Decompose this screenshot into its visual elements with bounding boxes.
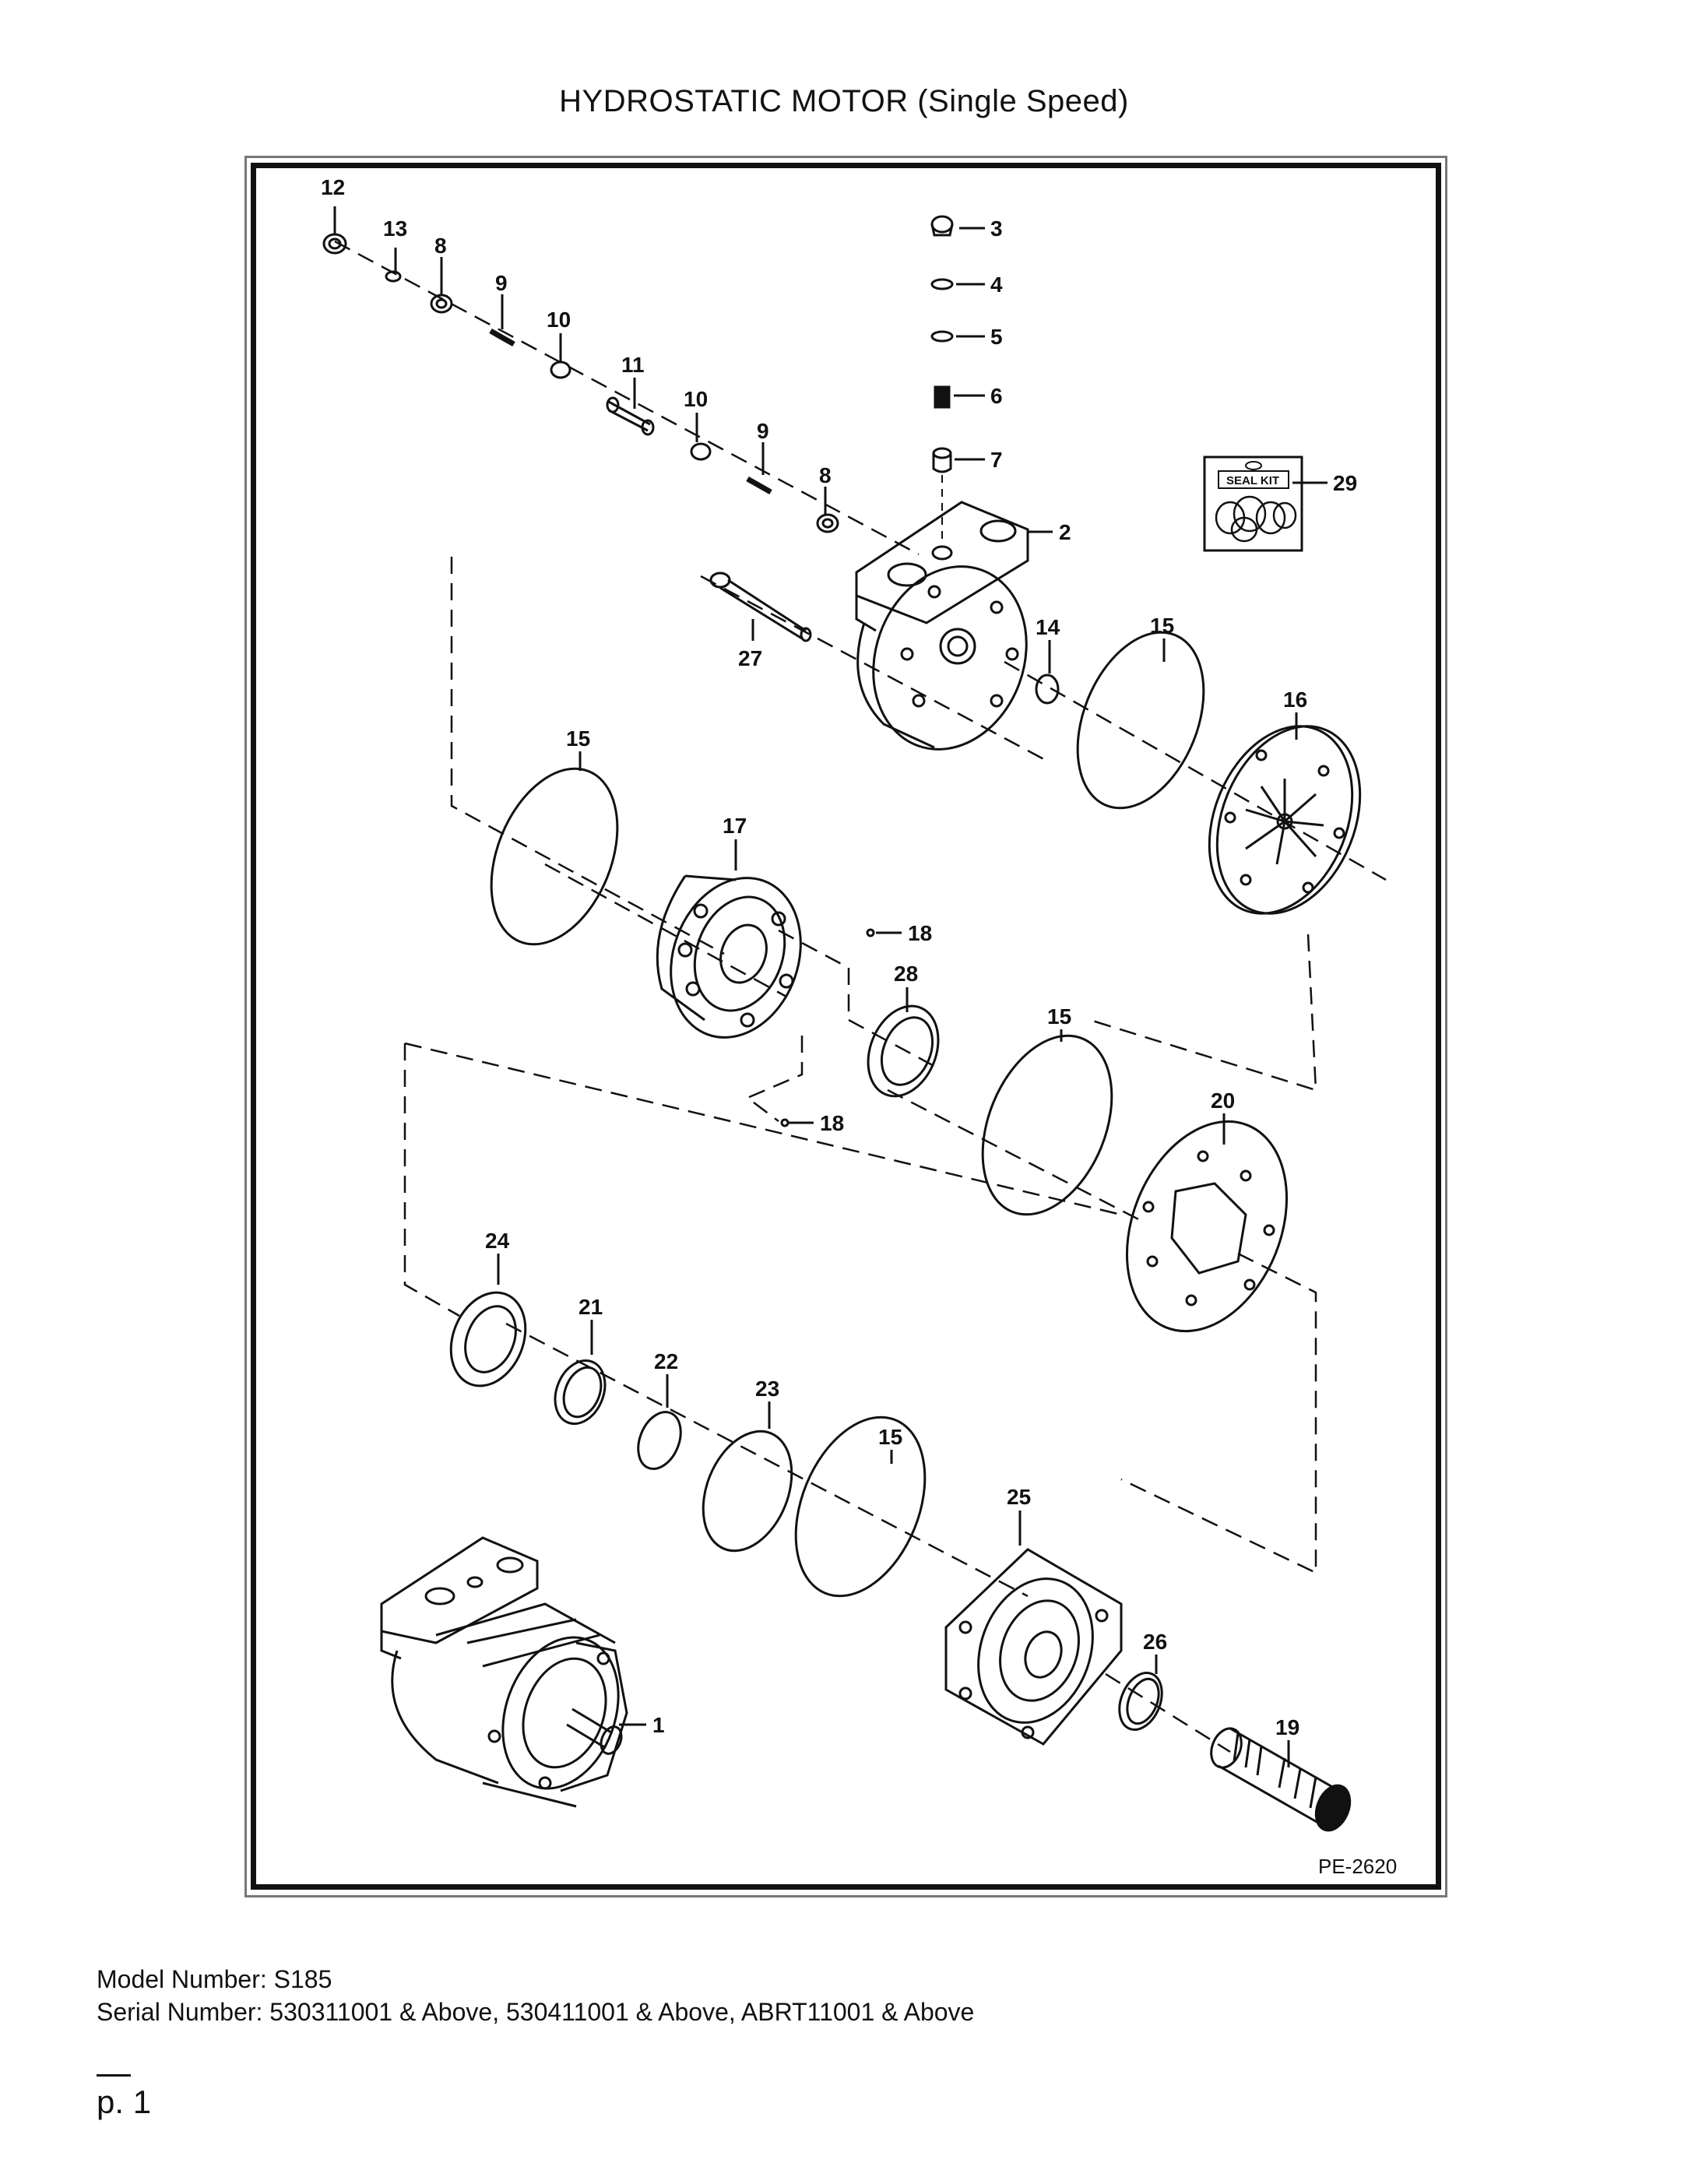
callout-24: 24 <box>485 1229 510 1253</box>
callout-7: 7 <box>990 448 1003 472</box>
model-number: Model Number: S185 <box>97 1965 332 1993</box>
seal-part-15-upper-left <box>490 767 619 946</box>
o-ring-part-5 <box>930 330 954 343</box>
shaft-part-19 <box>1210 1727 1352 1832</box>
plug-part-8-upper <box>430 294 453 314</box>
figure-id: PE-2620 <box>1318 1855 1397 1878</box>
callout-10-lower: 10 <box>684 387 708 411</box>
callout-15-lower: 15 <box>878 1425 902 1449</box>
poppet-part-10-upper <box>550 360 571 379</box>
valve-plate-part-16 <box>1208 725 1362 915</box>
callout-9-upper: 9 <box>495 271 508 295</box>
callout-15-upper-left: 15 <box>566 726 590 751</box>
callout-16: 16 <box>1283 688 1307 712</box>
spring-part-9-lower <box>746 476 772 495</box>
poppet-part-7 <box>932 447 952 473</box>
callout-15-upper-right: 15 <box>1150 614 1174 638</box>
callout-21: 21 <box>578 1295 603 1319</box>
o-ring-part-22 <box>637 1411 682 1470</box>
callout-25: 25 <box>1007 1485 1031 1509</box>
seal-part-15-upper-right <box>1076 631 1205 810</box>
figure-frame-outer <box>244 156 1447 1897</box>
seal-part-23 <box>702 1430 793 1553</box>
callout-4: 4 <box>990 273 1003 297</box>
ball-part-18-upper <box>866 928 875 937</box>
ball-part-18-lower <box>780 1118 789 1127</box>
callout-19: 19 <box>1275 1715 1299 1739</box>
poppet-part-10-lower <box>690 442 712 461</box>
o-ring-part-13 <box>385 270 402 283</box>
spool-part-11 <box>606 396 655 436</box>
assembly-centerlines <box>334 240 1387 1753</box>
callout-28: 28 <box>894 962 918 986</box>
seal-part-26 <box>1118 1672 1163 1731</box>
callout-labels: 12 13 8 9 10 11 10 9 8 3 4 5 6 7 2 29 27… <box>321 175 1357 1739</box>
plug-part-8-lower <box>816 513 839 533</box>
callout-8-upper: 8 <box>434 234 447 258</box>
callout-13: 13 <box>383 216 407 241</box>
callout-15-middle: 15 <box>1047 1004 1071 1029</box>
seal-kit-box-part-29 <box>1203 455 1303 552</box>
callout-18-lower: 18 <box>820 1111 844 1135</box>
gerotor-part-17 <box>656 874 802 1039</box>
washer-part-24 <box>449 1291 527 1387</box>
leader-lines <box>333 206 1328 1767</box>
callout-22: 22 <box>654 1349 678 1373</box>
callout-17: 17 <box>723 814 747 838</box>
callout-10-upper: 10 <box>547 308 571 332</box>
callout-29: 29 <box>1333 471 1357 495</box>
page-title: HYDROSTATIC MOTOR (Single Speed) <box>559 84 1129 118</box>
callout-14: 14 <box>1036 615 1060 639</box>
callout-27: 27 <box>738 646 762 670</box>
callout-26: 26 <box>1143 1630 1167 1654</box>
housing-part-2 <box>855 501 1029 751</box>
seal-part-15-lower <box>794 1416 927 1598</box>
page-number: p. 1 <box>97 2084 152 2120</box>
bolt-part-27 <box>709 571 812 642</box>
plug-part-12 <box>322 233 347 255</box>
callout-1: 1 <box>652 1713 665 1737</box>
o-ring-part-4 <box>930 278 954 290</box>
plate-part-20 <box>1125 1120 1289 1333</box>
callout-9-lower: 9 <box>757 419 769 443</box>
callout-3: 3 <box>990 216 1003 241</box>
callout-2: 2 <box>1059 520 1071 544</box>
serial-number: Serial Number: 530311001 & Above, 530411… <box>97 1998 975 2026</box>
callout-12: 12 <box>321 175 345 199</box>
plug-part-3 <box>930 215 954 237</box>
callout-20: 20 <box>1211 1088 1235 1113</box>
seal-kit-label: SEAL KIT <box>1226 474 1279 487</box>
motor-assembly-part-1 <box>380 1536 628 1808</box>
spring-part-6 <box>934 385 951 409</box>
callout-6: 6 <box>990 384 1003 408</box>
page-rule <box>97 2074 131 2077</box>
seal-part-15-middle <box>981 1034 1113 1216</box>
spring-part-9-upper <box>489 328 515 347</box>
flange-part-25 <box>944 1548 1123 1746</box>
callout-5: 5 <box>990 325 1003 349</box>
figure-frame <box>251 163 1441 1890</box>
seal-part-21 <box>554 1359 607 1426</box>
callout-18-upper: 18 <box>908 921 932 945</box>
o-ring-part-14 <box>1035 673 1060 705</box>
callout-23: 23 <box>755 1377 779 1401</box>
retainer-part-28 <box>867 1004 940 1098</box>
callout-8-lower: 8 <box>819 463 832 487</box>
callout-11: 11 <box>621 353 645 377</box>
